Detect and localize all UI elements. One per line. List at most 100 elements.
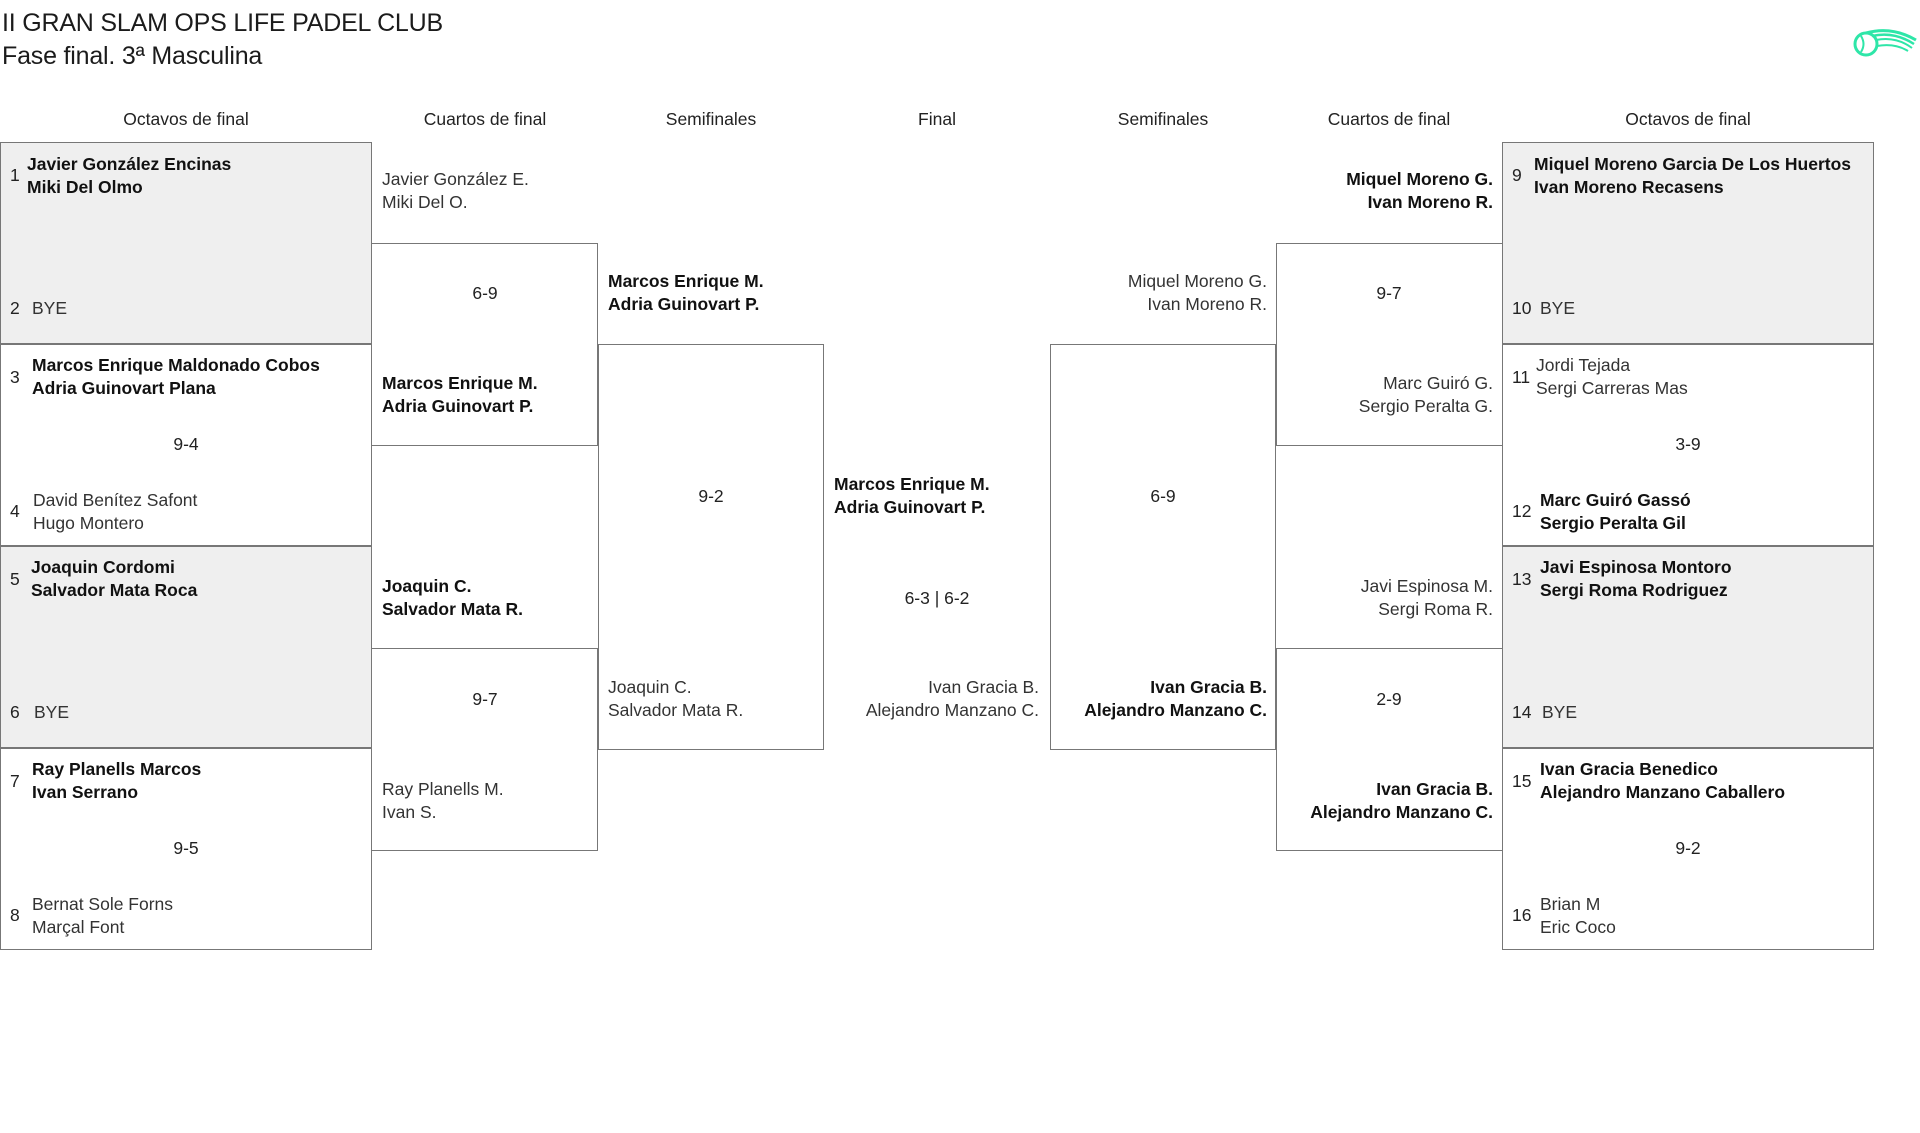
round-header-left-r16: Octavos de final xyxy=(123,109,249,129)
team-entry: Marcos Enrique M. Adria Guinovart P. xyxy=(382,372,538,418)
team-entry: Javier González Encinas Miki Del Olmo xyxy=(27,153,231,199)
player-name: Ivan Serrano xyxy=(32,782,139,802)
player-name: Marc Guiró Gassó xyxy=(1540,490,1691,510)
player-name: Adria Guinovart P. xyxy=(834,497,986,517)
team-entry: Marc Guiró Gassó Sergio Peralta Gil xyxy=(1540,489,1691,535)
player-name: Ivan Gracia B. xyxy=(928,677,1039,697)
match-score: 9-5 xyxy=(173,838,199,858)
player-name: Sergio Peralta Gil xyxy=(1540,513,1686,533)
player-name: Ivan Gracia B. xyxy=(1376,779,1493,799)
player-name: Salvador Mata R. xyxy=(608,700,744,720)
seed-number: 8 xyxy=(10,905,20,925)
match-score: 9-2 xyxy=(698,486,724,506)
player-name: BYE xyxy=(1540,298,1576,318)
player-name: Ivan Moreno Recasens xyxy=(1534,177,1724,197)
r16-left-match-3 xyxy=(0,546,372,748)
team-entry: Ivan Gracia B. Alejandro Manzano C. xyxy=(1084,676,1267,722)
match-score: 3-9 xyxy=(1675,434,1701,454)
player-name: Adria Guinovart Plana xyxy=(32,378,216,398)
qf-left-match-2 xyxy=(372,648,598,851)
player-name: Joaquin Cordomi xyxy=(31,557,175,577)
match-score: 9-4 xyxy=(173,434,199,454)
team-entry: Ivan Gracia B. Alejandro Manzano C. xyxy=(1310,778,1493,824)
seed-number: 14 xyxy=(1512,702,1532,722)
team-entry: Javier González E. Miki Del O. xyxy=(382,168,529,214)
team-entry: Brian M Eric Coco xyxy=(1540,893,1616,939)
match-score: 6-9 xyxy=(472,283,498,303)
seed-number: 3 xyxy=(10,367,20,387)
qf-right-match-1 xyxy=(1276,243,1502,446)
team-entry: Marcos Enrique M. Adria Guinovart P. xyxy=(834,473,990,519)
seed-number: 9 xyxy=(1512,165,1522,185)
seed-number: 7 xyxy=(10,771,20,791)
team-entry: Ivan Gracia B. Alejandro Manzano C. xyxy=(866,676,1039,722)
match-score: 9-7 xyxy=(472,689,498,709)
sf-right-match xyxy=(1050,344,1276,750)
round-header-right-sf: Semifinales xyxy=(1117,109,1209,129)
player-name: Marcos Enrique M. xyxy=(834,474,990,494)
team-entry: BYE xyxy=(32,297,67,320)
team-entry: BYE xyxy=(1542,701,1577,724)
player-name: Marcos Enrique M. xyxy=(608,271,764,291)
player-name: Eric Coco xyxy=(1540,917,1616,937)
player-name: Sergi Roma Rodriguez xyxy=(1540,580,1728,600)
player-name: Alejandro Manzano C. xyxy=(1310,802,1493,822)
player-name: Marçal Font xyxy=(32,917,125,937)
team-entry: Joaquin Cordomi Salvador Mata Roca xyxy=(31,556,197,602)
seed-number: 1 xyxy=(10,165,20,185)
r16-right-match-4 xyxy=(1502,748,1874,950)
sf-left-match xyxy=(598,344,824,750)
team-entry: Jordi Tejada Sergi Carreras Mas xyxy=(1536,354,1688,400)
round-header-right-r16: Octavos de final xyxy=(1625,109,1751,129)
team-entry: Miquel Moreno G. Ivan Moreno R. xyxy=(1128,270,1267,316)
player-name: Adria Guinovart P. xyxy=(382,396,534,416)
round-header-right-qf: Cuartos de final xyxy=(1327,109,1451,129)
team-entry: Marcos Enrique Maldonado Cobos Adria Gui… xyxy=(32,354,320,400)
team-entry: Joaquin C. Salvador Mata R. xyxy=(608,676,743,722)
player-name: Alejandro Manzano Caballero xyxy=(1540,782,1786,802)
player-name: Salvador Mata Roca xyxy=(31,580,198,600)
player-name: Ivan Moreno R. xyxy=(1147,294,1267,314)
r16-left-match-2 xyxy=(0,344,372,546)
player-name: Joaquin C. xyxy=(608,677,692,697)
player-name: Alejandro Manzano C. xyxy=(865,700,1039,720)
seed-number: 13 xyxy=(1512,569,1532,589)
r16-right-match-3 xyxy=(1502,546,1874,748)
player-name: Ray Planells Marcos xyxy=(32,759,202,779)
seed-number: 4 xyxy=(10,501,20,521)
player-name: Ivan Gracia B. xyxy=(1150,677,1267,697)
player-name: Ivan Gracia Benedico xyxy=(1540,759,1718,779)
team-entry: BYE xyxy=(34,701,69,724)
player-name: Ray Planells M. xyxy=(382,779,504,799)
player-name: Javi Espinosa Montoro xyxy=(1540,557,1732,577)
final-score: 6-3 | 6-2 xyxy=(904,588,970,608)
team-entry: Javi Espinosa Montoro Sergi Roma Rodrigu… xyxy=(1540,556,1732,602)
seed-number: 6 xyxy=(10,702,20,722)
seed-number: 11 xyxy=(1512,367,1531,387)
player-name: Marc Guiró G. xyxy=(1383,373,1493,393)
tournament-subtitle: Fase final. 3ª Masculina xyxy=(2,42,263,70)
team-entry: Marcos Enrique M. Adria Guinovart P. xyxy=(608,270,764,316)
round-header-final: Final xyxy=(918,109,956,129)
player-name: David Benítez Safont xyxy=(33,490,198,510)
player-name: Sergio Peralta G. xyxy=(1358,396,1493,416)
player-name: Sergi Roma R. xyxy=(1378,599,1493,619)
r16-left-match-1 xyxy=(0,142,372,344)
seed-number: 10 xyxy=(1512,298,1532,318)
team-entry: Marc Guiró G. Sergio Peralta G. xyxy=(1359,372,1493,418)
qf-left-match-1 xyxy=(372,243,598,446)
player-name: BYE xyxy=(1542,702,1578,722)
player-name: Salvador Mata R. xyxy=(382,599,524,619)
seed-number: 15 xyxy=(1512,771,1532,791)
player-name: Miquel Moreno G. xyxy=(1346,169,1493,189)
player-name: Ivan S. xyxy=(382,802,437,822)
player-name: Marcos Enrique Maldonado Cobos xyxy=(32,355,320,375)
team-entry: Ivan Gracia Benedico Alejandro Manzano C… xyxy=(1540,758,1785,804)
player-name: Bernat Sole Forns xyxy=(32,894,174,914)
match-score: 9-7 xyxy=(1376,283,1402,303)
team-entry: Ray Planells M. Ivan S. xyxy=(382,778,504,824)
r16-left-match-4 xyxy=(0,748,372,950)
player-name: Miquel Moreno G. xyxy=(1127,271,1267,291)
team-entry: Miquel Moreno Garcia De Los Huertos Ivan… xyxy=(1534,153,1851,199)
seed-number: 12 xyxy=(1512,501,1532,521)
